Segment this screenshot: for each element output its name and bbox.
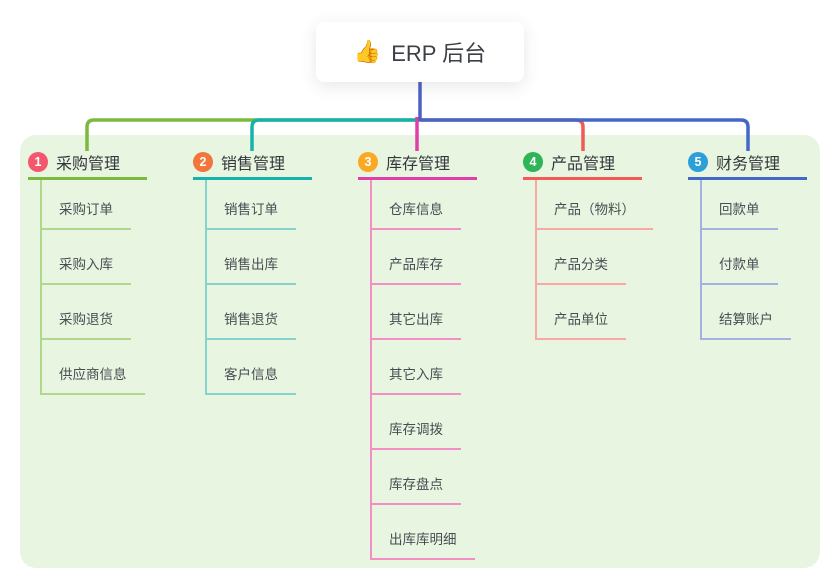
- branch-3: 3 库存管理仓库信息产品库存其它出库其它入库库存调拨库存盘点出库库明细: [358, 146, 477, 560]
- child-node-label: 产品单位: [554, 312, 608, 327]
- branch-index-badge: 5: [688, 151, 708, 172]
- branch-1: 1 采购管理采购订单采购入库采购退货供应商信息: [28, 146, 147, 395]
- branch-title-label: 产品管理: [551, 155, 616, 173]
- child-node-label: 销售退货: [224, 312, 278, 327]
- child-node-label: 产品（物料）: [554, 202, 635, 217]
- branch-title-label: 库存管理: [386, 155, 451, 173]
- child-node[interactable]: 结算账户: [702, 285, 791, 340]
- branch-title[interactable]: 4 产品管理: [523, 146, 642, 180]
- branch-4: 4 产品管理产品（物料） 产品分类产品单位: [523, 146, 653, 340]
- child-node[interactable]: 销售出库: [207, 230, 296, 285]
- child-node-label: 付款单: [719, 257, 760, 272]
- child-node-label: 产品库存: [389, 257, 443, 272]
- branch-children: 产品（物料） 产品分类产品单位: [535, 180, 653, 340]
- child-node-label: 库存盘点: [389, 477, 443, 492]
- child-node[interactable]: 销售退货: [207, 285, 296, 340]
- child-node[interactable]: 产品单位: [537, 285, 626, 340]
- child-node[interactable]: 库存盘点: [372, 450, 461, 505]
- root-node[interactable]: 👍 ERP 后台: [316, 22, 524, 82]
- branch-2: 2 销售管理销售订单销售出库销售退货客户信息: [193, 146, 312, 395]
- child-node[interactable]: 仓库信息: [372, 180, 461, 230]
- child-node-label: 销售出库: [224, 257, 278, 272]
- child-node-label: 其它入库: [389, 367, 443, 382]
- child-node-label: 产品分类: [554, 257, 608, 272]
- branch-index-badge: 3: [358, 151, 378, 172]
- branch-children: 销售订单销售出库销售退货客户信息: [205, 180, 312, 395]
- child-node-label: 出库库明细: [389, 532, 457, 547]
- child-node[interactable]: 产品库存: [372, 230, 461, 285]
- child-node[interactable]: 库存调拨: [372, 395, 461, 450]
- child-node[interactable]: 采购订单: [42, 180, 131, 230]
- child-node-label: 结算账户: [719, 312, 773, 327]
- child-node-label: 回款单: [719, 202, 760, 217]
- child-node-label: 采购入库: [59, 257, 113, 272]
- child-node-label: 其它出库: [389, 312, 443, 327]
- branch-title[interactable]: 5 财务管理: [688, 146, 807, 180]
- child-node-label: 采购订单: [59, 202, 113, 217]
- branch-index-badge: 2: [193, 151, 213, 172]
- branch-children: 仓库信息产品库存其它出库其它入库库存调拨库存盘点出库库明细: [370, 180, 477, 560]
- child-node[interactable]: 采购退货: [42, 285, 131, 340]
- child-node[interactable]: 付款单: [702, 230, 778, 285]
- branch-title[interactable]: 3 库存管理: [358, 146, 477, 180]
- child-node[interactable]: 客户信息: [207, 340, 296, 395]
- child-node[interactable]: 其它出库: [372, 285, 461, 340]
- child-node-label: 供应商信息: [59, 367, 127, 382]
- child-node[interactable]: 其它入库: [372, 340, 461, 395]
- child-node[interactable]: 供应商信息: [42, 340, 145, 395]
- thumbs-up-icon: 👍: [353, 39, 382, 64]
- child-node[interactable]: 销售订单: [207, 180, 296, 230]
- child-node-label: 客户信息: [224, 367, 278, 382]
- branch-title[interactable]: 2 销售管理: [193, 146, 312, 180]
- branch-title-label: 财务管理: [716, 155, 781, 173]
- child-node-label: 销售订单: [224, 202, 278, 217]
- child-node[interactable]: 回款单: [702, 180, 778, 230]
- branch-index-badge: 1: [28, 151, 48, 172]
- child-node-label: 采购退货: [59, 312, 113, 327]
- child-node-label: 仓库信息: [389, 202, 443, 217]
- child-node[interactable]: 产品分类: [537, 230, 626, 285]
- branch-5: 5 财务管理回款单付款单结算账户: [688, 146, 807, 340]
- branch-title-label: 采购管理: [56, 155, 121, 173]
- branch-children: 回款单付款单结算账户: [700, 180, 807, 340]
- branches-panel: [20, 135, 820, 568]
- branch-title-label: 销售管理: [221, 155, 286, 173]
- child-node[interactable]: 出库库明细: [372, 505, 475, 560]
- child-node[interactable]: 采购入库: [42, 230, 131, 285]
- branch-index-badge: 4: [523, 151, 543, 172]
- child-node[interactable]: 产品（物料）: [537, 180, 653, 230]
- root-node-label: ERP 后台: [391, 41, 487, 66]
- branch-children: 采购订单采购入库采购退货供应商信息: [40, 180, 147, 395]
- branch-title[interactable]: 1 采购管理: [28, 146, 147, 180]
- child-node-label: 库存调拨: [389, 422, 443, 437]
